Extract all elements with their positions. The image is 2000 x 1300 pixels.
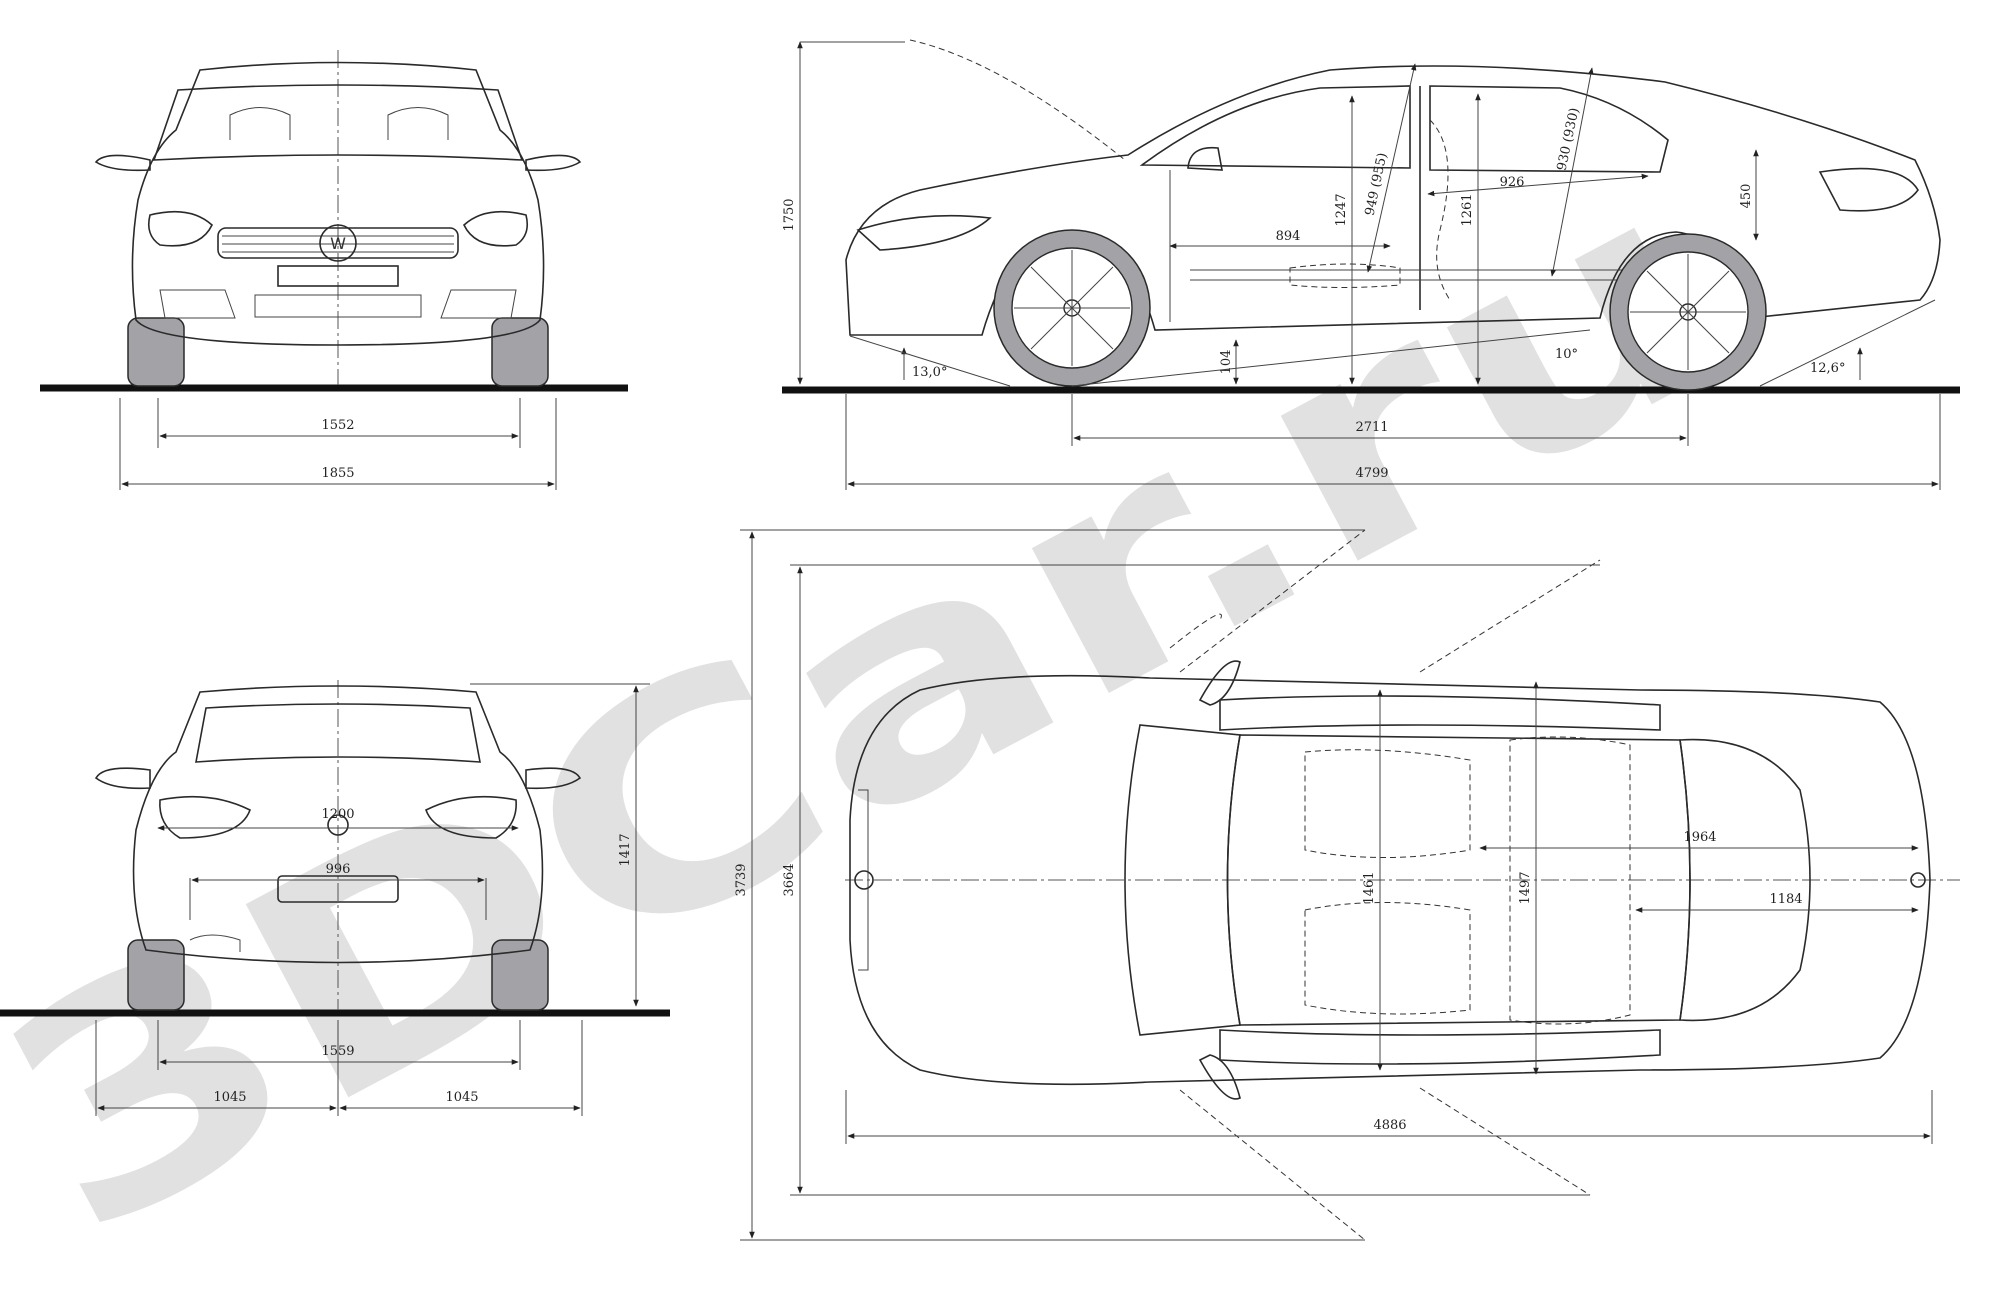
rear-license-plate: [277, 875, 399, 903]
rear-badge: [327, 814, 349, 836]
front-mirror-left: [94, 154, 151, 172]
rear-track-label: 1559: [321, 1044, 354, 1059]
side-front-legroom: 894: [1276, 229, 1301, 244]
front-grille: [217, 227, 459, 259]
rear-trunk-opening: 1200: [321, 807, 354, 822]
front-right-tyre: [491, 317, 549, 387]
rear-mirror-right-label: 1045: [445, 1090, 478, 1105]
top-width-front-doors-open: 3664: [782, 863, 797, 896]
top-trunk-length: 1184: [1769, 892, 1802, 907]
top-mirror-lower: [1198, 1054, 1241, 1100]
rear-taillight-right: [425, 795, 517, 839]
top-side-windows-upper: [1219, 695, 1661, 731]
rear-mirror-left: [94, 767, 151, 790]
side-mirror: [1187, 146, 1223, 171]
top-rear-shoulder: 1497: [1518, 871, 1533, 904]
side-trunk-height: 450: [1739, 184, 1754, 209]
front-width-label: 1855: [321, 466, 354, 481]
side-headlight: [856, 214, 992, 251]
side-rear-window: [1429, 85, 1669, 173]
front-headlight-left: [147, 210, 213, 247]
front-badge: [319, 224, 357, 262]
rear-body-outline: [132, 685, 544, 964]
top-front-shoulder: 1461: [1362, 871, 1377, 904]
side-front-window: [1139, 85, 1411, 169]
side-front-headroom: 949 (955): [1363, 151, 1391, 217]
side-length-label: 4799: [1355, 466, 1388, 481]
side-rear-interior-height: 1261: [1460, 193, 1475, 226]
top-rear-distance: 1964: [1683, 830, 1716, 845]
side-ramp-angle: 10°: [1555, 347, 1578, 362]
front-body-outline: [131, 61, 545, 346]
windshield: [152, 84, 524, 161]
side-rear-legroom: 926: [1500, 175, 1525, 190]
rear-view: 1200 996 1417 1559 1045 1045: [0, 680, 670, 1116]
rear-mirror-left-label: 1045: [213, 1090, 246, 1105]
side-departure-angle: 12,6°: [1810, 361, 1845, 376]
top-width-doors-open: 3739: [734, 863, 749, 896]
front-license-plate: [277, 265, 399, 287]
side-height-label: 1750: [782, 198, 797, 231]
front-left-tyre: [127, 317, 185, 387]
top-total-length: 4886: [1373, 1118, 1406, 1133]
top-rear-window: [1679, 738, 1811, 1022]
front-mirror-right: [525, 154, 582, 172]
rear-window: [195, 703, 481, 763]
rear-loading-height: 1417: [618, 833, 633, 866]
rear-mirror-right: [525, 767, 582, 790]
rear-left-tyre: [127, 939, 185, 1011]
side-approach-angle: 13,0°: [912, 365, 947, 380]
side-taillight: [1818, 167, 1919, 212]
side-view: 1750 13,0° 104 10° 12,6° 1247 1261 949 (…: [782, 39, 1960, 490]
rear-right-tyre: [491, 939, 549, 1011]
top-mirror-upper: [1198, 660, 1241, 706]
side-wheelbase-label: 2711: [1355, 420, 1388, 435]
rear-taillight-left: [159, 795, 251, 839]
side-front-interior-height: 1247: [1334, 193, 1349, 226]
side-ground-clearance: 104: [1219, 350, 1234, 375]
front-headlight-right: [463, 210, 529, 247]
top-side-windows-lower: [1219, 1029, 1661, 1065]
rear-bumper-width: 996: [326, 862, 351, 877]
top-view: 3739 3664 1461 1497 1964 1184 4886: [734, 529, 1960, 1241]
svg-text:W: W: [330, 234, 346, 253]
top-body-outline: [849, 674, 1931, 1086]
front-view: W 1552 1855: [40, 50, 628, 490]
front-track-label: 1552: [321, 418, 354, 433]
